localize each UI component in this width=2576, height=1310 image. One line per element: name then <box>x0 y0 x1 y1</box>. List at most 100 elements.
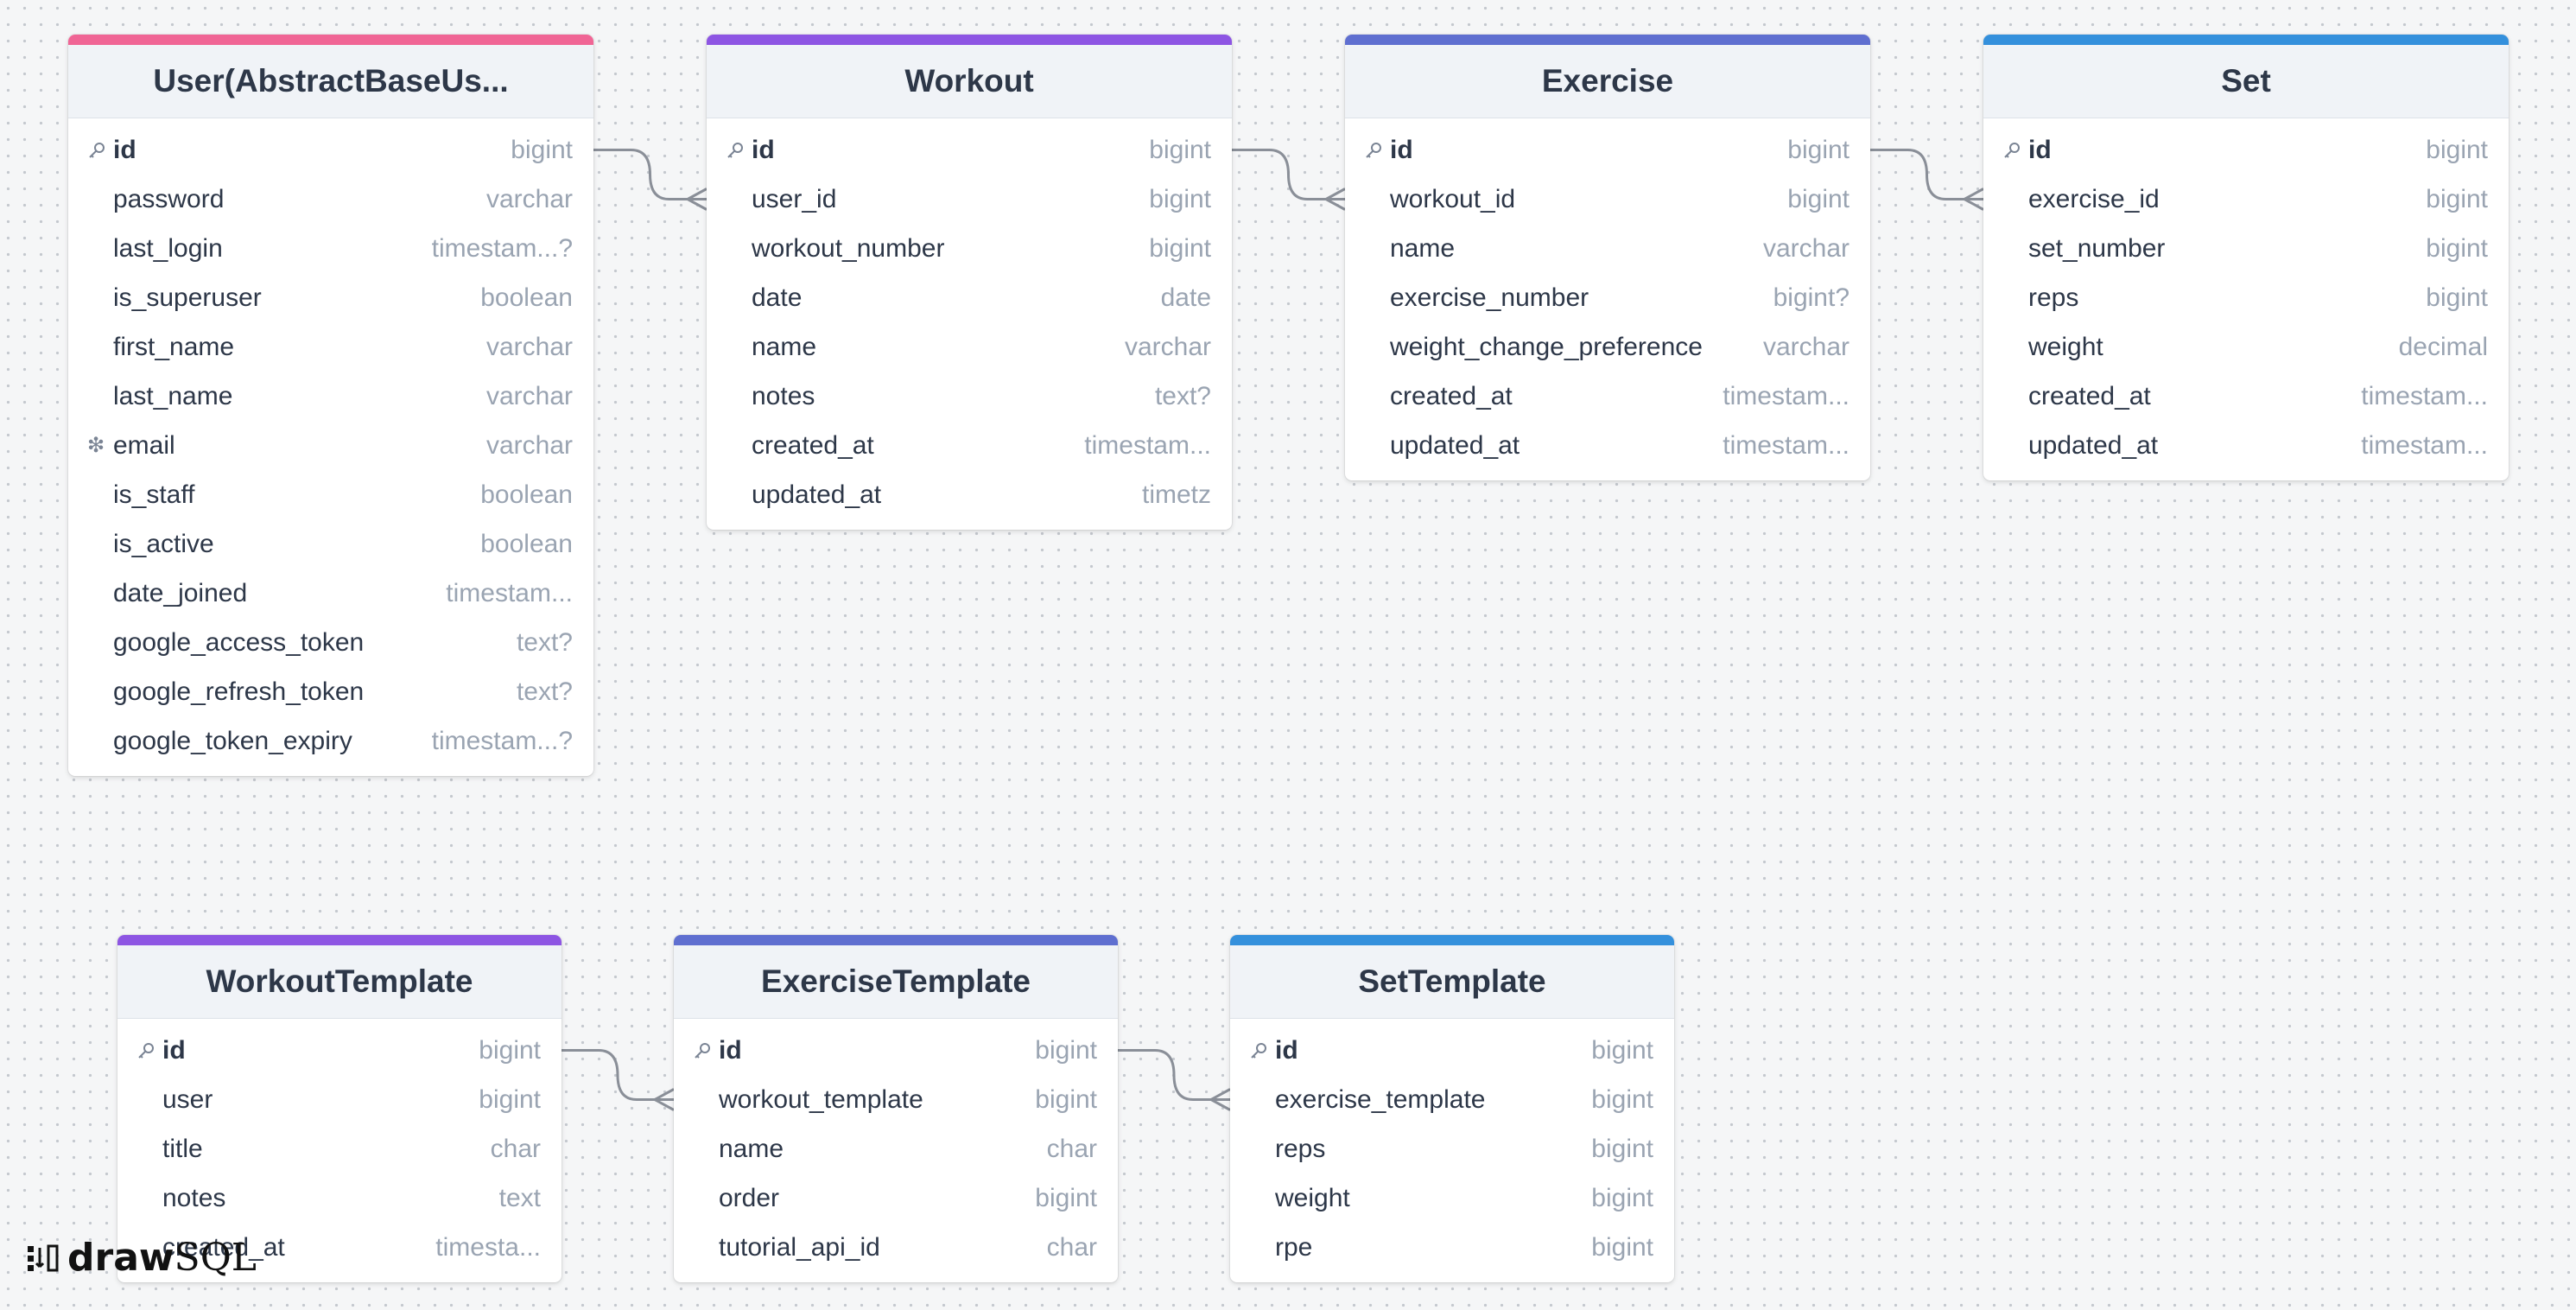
table-title[interactable]: Exercise <box>1345 45 1870 118</box>
field-name: weight_change_preference <box>1390 332 1703 361</box>
relation-connector[interactable] <box>1870 149 1984 211</box>
field-name: exercise_id <box>2028 184 2160 213</box>
field-type: timestam... <box>1723 430 1850 460</box>
relation-connector[interactable] <box>593 149 707 211</box>
table-color-bar <box>117 935 562 945</box>
field-type: decimal <box>2398 332 2488 361</box>
table-title[interactable]: Workout <box>707 45 1232 118</box>
table-title[interactable]: WorkoutTemplate <box>117 945 562 1019</box>
field-type: bigint <box>511 135 573 164</box>
field-name: reps <box>1275 1134 1326 1163</box>
field-type: timetz <box>1141 480 1211 509</box>
field-type: bigint <box>1787 184 1850 213</box>
field-type: text? <box>516 677 573 706</box>
field-type: char <box>1046 1232 1097 1262</box>
field-type: varchar <box>485 430 573 460</box>
table-color-bar <box>68 35 593 45</box>
field-name: date_joined <box>113 578 248 607</box>
field-name: id <box>1275 1035 1298 1065</box>
field-name: reps <box>2028 283 2079 312</box>
relation-connector[interactable] <box>562 1049 675 1111</box>
field-name: notes <box>752 381 815 410</box>
key-icon <box>693 1041 719 1060</box>
table-title[interactable]: SetTemplate <box>1230 945 1674 1019</box>
field-type: text? <box>1154 381 1211 410</box>
field-name: workout_id <box>1390 184 1516 213</box>
field-name: created_at <box>2028 381 2151 410</box>
table-color-bar <box>674 935 1118 945</box>
field-row-workout-id[interactable]: workout_id bigint <box>1345 175 1870 224</box>
field-row-reps[interactable]: reps bigint <box>1230 1124 1674 1173</box>
field-type: timesta... <box>435 1232 541 1262</box>
field-type: bigint <box>1787 135 1850 164</box>
field-name: password <box>113 184 225 213</box>
relation-connector[interactable] <box>1232 149 1346 211</box>
field-name: exercise_number <box>1390 283 1589 312</box>
field-type: bigint <box>1591 1134 1653 1163</box>
relation-connector[interactable] <box>1118 1049 1231 1111</box>
table-title[interactable]: User(AbstractBaseUs... <box>68 45 593 118</box>
field-name: email <box>113 430 175 460</box>
table-title[interactable]: ExerciseTemplate <box>674 945 1118 1019</box>
field-name: name <box>719 1134 784 1163</box>
field-row-notes[interactable]: notes text? <box>707 372 1232 421</box>
table-title[interactable]: Set <box>1983 45 2509 118</box>
